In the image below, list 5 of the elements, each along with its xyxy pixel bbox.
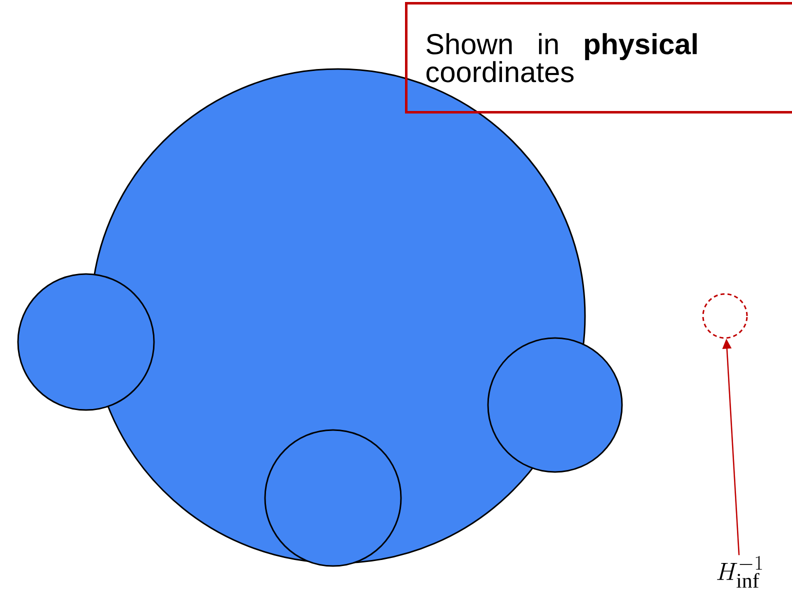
- small-circle: [17, 273, 155, 411]
- note-box: Shown in physical coordinates: [405, 2, 792, 114]
- small-circle: [487, 337, 623, 473]
- formula-label: $H_{\mathrm{inf}}^{-1}$: [717, 556, 762, 588]
- dashed-circle: [702, 293, 748, 339]
